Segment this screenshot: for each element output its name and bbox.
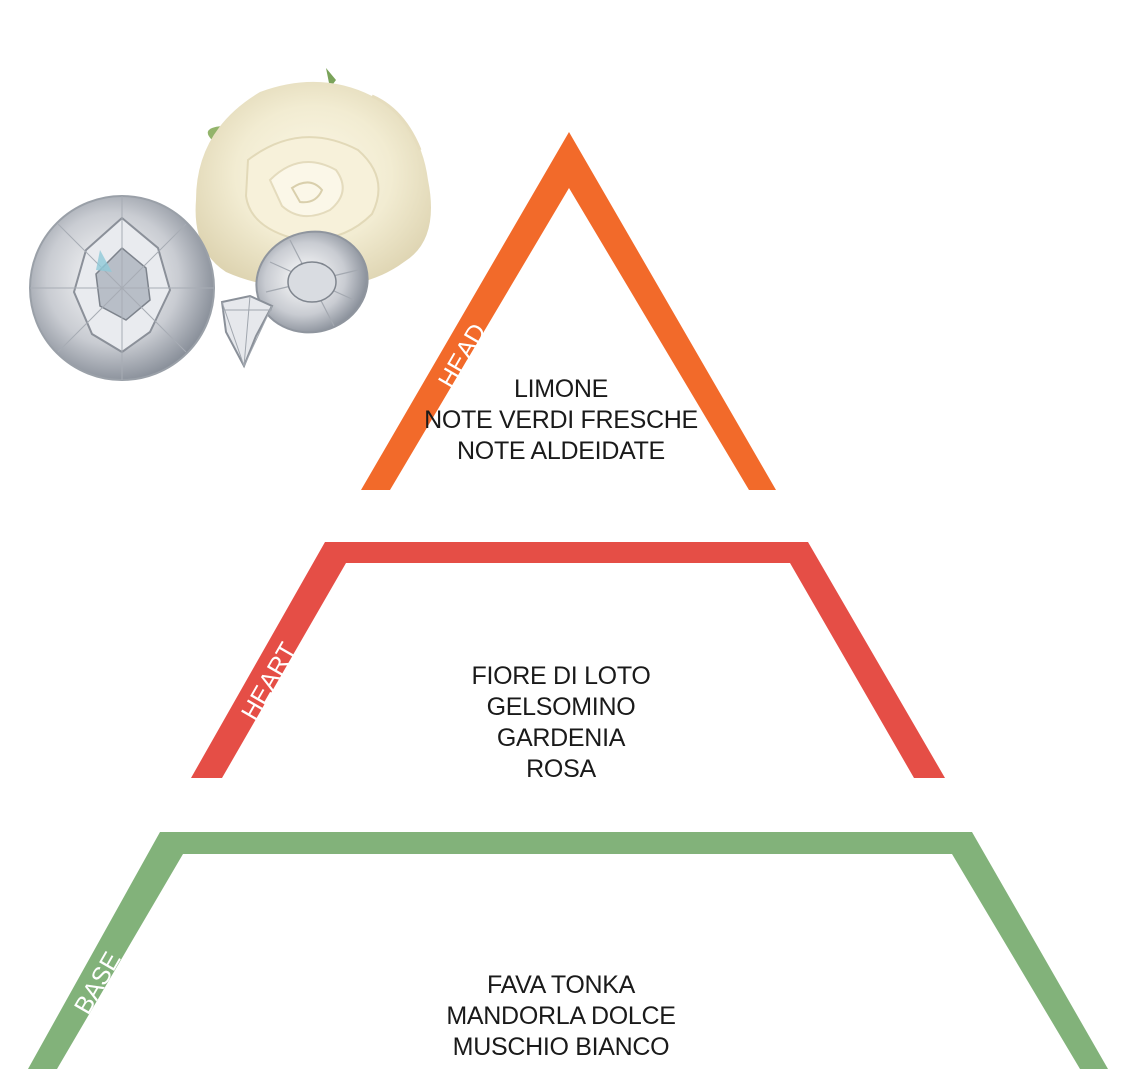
note-item: FAVA TONKA — [487, 971, 635, 999]
note-item: FIORE DI LOTO — [471, 662, 651, 690]
illustration — [29, 68, 431, 381]
note-item: ROSA — [526, 755, 596, 783]
head-notes: LIMONE NOTE VERDI FRESCHE NOTE ALDEIDATE — [0, 374, 1122, 467]
note-item: GELSOMINO — [486, 693, 636, 721]
note-item: LIMONE — [513, 375, 609, 403]
note-item: NOTE VERDI FRESCHE — [424, 406, 698, 434]
note-item: GARDENIA — [496, 724, 626, 752]
note-item: NOTE ALDEIDATE — [457, 437, 665, 465]
heart-notes: FIORE DI LOTO GELSOMINO GARDENIA ROSA — [0, 661, 1122, 785]
rose-image — [195, 68, 431, 289]
oval-diamond-image — [255, 230, 369, 334]
note-item: MUSCHIO BIANCO — [452, 1033, 670, 1061]
head-tier-outline — [361, 132, 776, 490]
base-notes: FAVA TONKA MANDORLA DOLCE MUSCHIO BIANCO — [0, 970, 1122, 1063]
round-diamond-image — [29, 195, 215, 381]
note-item: MANDORLA DOLCE — [446, 1002, 676, 1030]
small-diamond-image — [220, 294, 274, 369]
